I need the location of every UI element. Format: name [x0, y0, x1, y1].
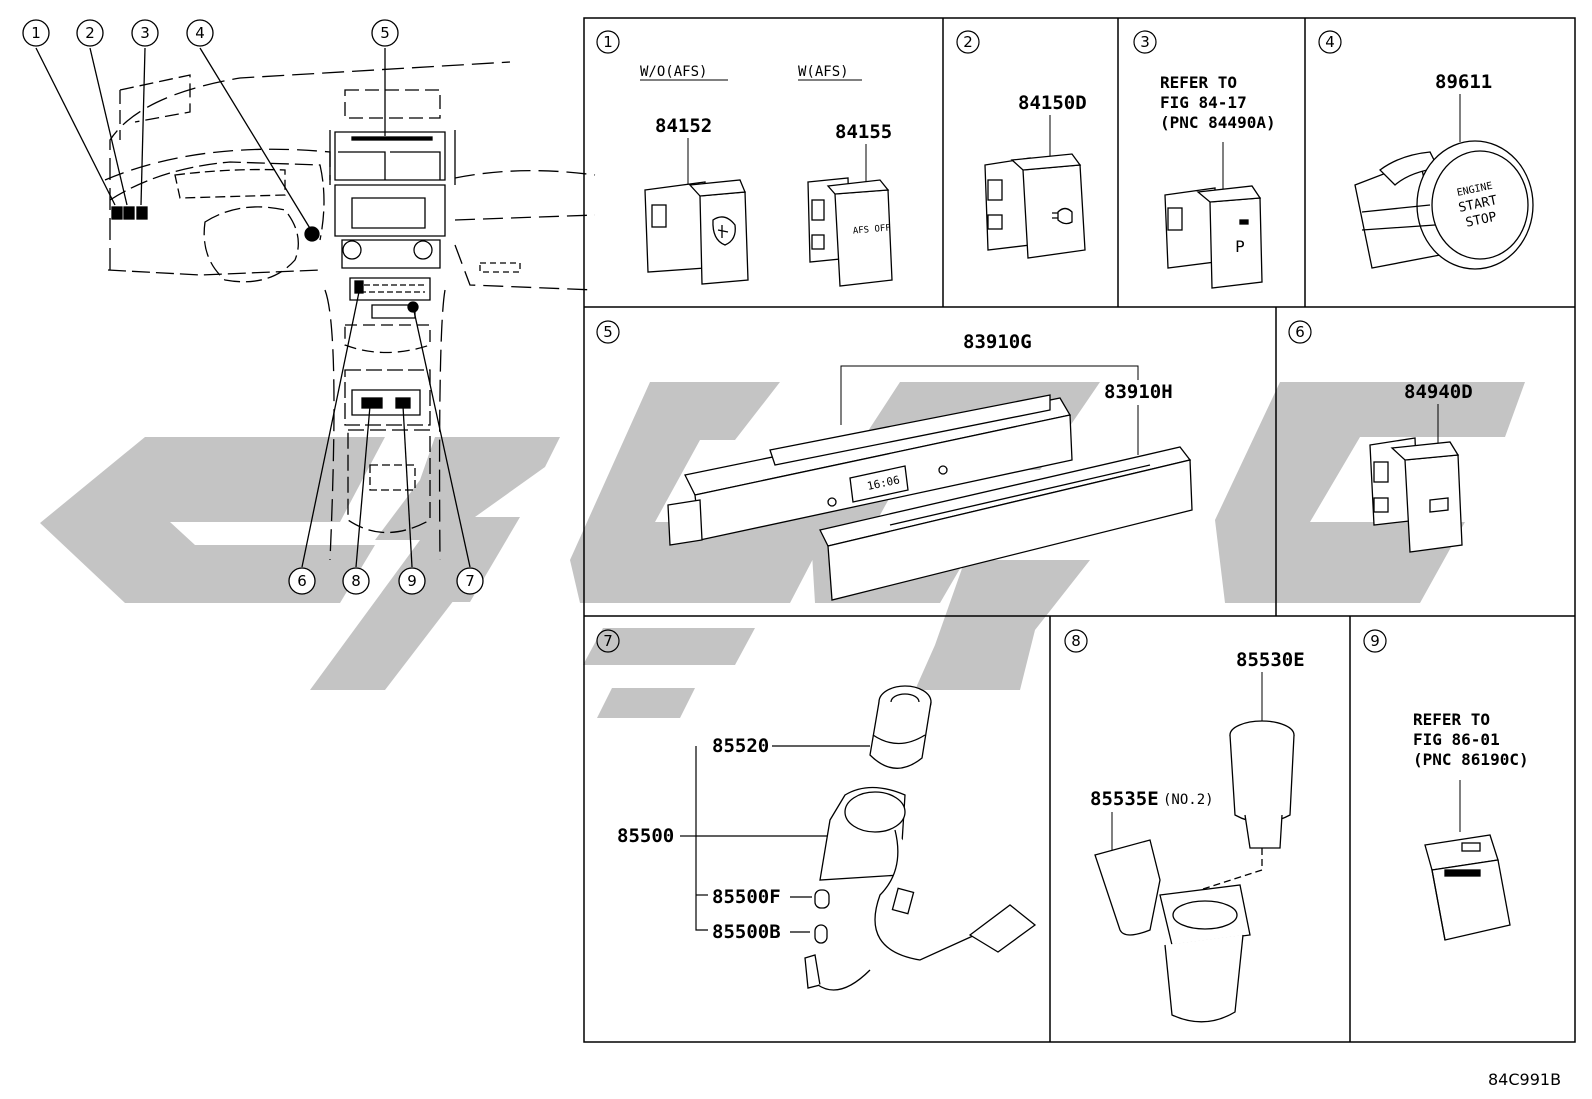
panel-2-number: 2 — [963, 33, 973, 51]
callout-6: 6 — [288, 567, 316, 595]
defogger-switch-drawing — [1369, 437, 1463, 553]
callout-5: 5 — [371, 19, 399, 47]
panel-grid — [583, 17, 1576, 1043]
svg-text:9: 9 — [407, 572, 417, 590]
part-number-83910h: 83910H — [1104, 381, 1173, 403]
panel-5: 5 83910G 83910H 16:06 — [596, 320, 1193, 601]
part-number-85500f: 85500F — [712, 886, 781, 908]
panel-8: 8 85530E 85535E (NO.2) — [1064, 629, 1305, 1023]
callout-1: 1 — [22, 19, 50, 47]
callout-7: 7 — [456, 567, 484, 595]
svg-text:6: 6 — [297, 572, 307, 590]
svg-text:4: 4 — [195, 24, 205, 42]
part-number-85530e: 85530E — [1236, 649, 1305, 671]
leveling-switch-drawing — [644, 179, 749, 285]
panel-8-number: 8 — [1071, 632, 1081, 650]
panel-1: 1 W/O(AFS) W(AFS) 84152 84155 AFS OFF — [596, 30, 893, 287]
refer-note-line2: FIG 84-17 — [1160, 93, 1247, 112]
part-number-89611: 89611 — [1435, 71, 1492, 93]
svg-text:3: 3 — [140, 24, 150, 42]
refer-note-9-line3: (PNC 86190C) — [1413, 750, 1529, 769]
svg-text:7: 7 — [465, 572, 475, 590]
svg-text:8: 8 — [351, 572, 361, 590]
part-number-83910g: 83910G — [963, 331, 1032, 353]
parking-switch-drawing — [1164, 185, 1263, 289]
part-number-85500: 85500 — [617, 825, 674, 847]
part-number-84155: 84155 — [835, 121, 892, 143]
part-85535e-suffix: (NO.2) — [1163, 792, 1214, 808]
callout-8: 8 — [342, 567, 370, 595]
refer-note-line3: (PNC 84490A) — [1160, 113, 1276, 132]
afs-switch-drawing — [807, 177, 893, 287]
panel-3-number: 3 — [1140, 33, 1150, 51]
panel-3: 3 REFER TO FIG 84-17 (PNC 84490A) P — [1133, 30, 1276, 289]
callout-4: 4 — [186, 19, 214, 47]
svg-text:STOP: STOP — [1464, 210, 1498, 231]
refer-note-line1: REFER TO — [1160, 73, 1237, 92]
panel-6-number: 6 — [1295, 323, 1305, 341]
svg-text:2: 2 — [85, 24, 95, 42]
power-outlet-drawing — [1094, 720, 1295, 1023]
dashboard-overview — [35, 47, 596, 568]
svg-text:5: 5 — [380, 24, 390, 42]
panel-6: 6 84940D — [1288, 320, 1473, 553]
panel-1-number: 1 — [603, 33, 613, 51]
panel-7: 7 85520 85500 85500F 85500B — [596, 629, 1037, 991]
clock-panel-drawing — [667, 394, 1193, 601]
variant-with-afs: W(AFS) — [798, 64, 849, 80]
part-number-84940d: 84940D — [1404, 381, 1473, 403]
usb-switch-drawing — [1424, 834, 1511, 941]
panel-7-number: 7 — [603, 632, 613, 650]
part-number-84152: 84152 — [655, 115, 712, 137]
part-number-85535e: 85535E — [1090, 788, 1159, 810]
part-number-84150d: 84150D — [1018, 92, 1087, 114]
svg-text:1: 1 — [31, 24, 41, 42]
panel-4-number: 4 — [1325, 33, 1335, 51]
variant-without-afs: W/O(AFS) — [640, 64, 707, 80]
parking-assist-label: P — [1235, 237, 1245, 256]
callout-9: 9 — [398, 567, 426, 595]
panel-2: 2 84150D — [956, 30, 1087, 259]
part-number-85520: 85520 — [712, 735, 769, 757]
part-number-85500b: 85500B — [712, 921, 781, 943]
refer-note-9-line1: REFER TO — [1413, 710, 1490, 729]
fog-switch-drawing — [984, 153, 1086, 259]
panel-4: 4 89611 ENGINE START STOP — [1318, 30, 1534, 270]
panel-9-number: 9 — [1370, 632, 1380, 650]
panel-5-number: 5 — [603, 323, 613, 341]
figure-code: 84C991B — [1488, 1070, 1561, 1089]
overview-callouts: 1 2 3 4 5 6 8 9 7 — [22, 19, 484, 595]
afs-off-label: AFS OFF — [852, 223, 891, 236]
callout-2: 2 — [76, 19, 104, 47]
start-stop-button-drawing — [1354, 140, 1534, 270]
lighter-drawing — [804, 685, 1037, 991]
callout-3: 3 — [131, 19, 159, 47]
panel-9: 9 REFER TO FIG 86-01 (PNC 86190C) — [1363, 629, 1529, 941]
refer-note-9-line2: FIG 86-01 — [1413, 730, 1500, 749]
